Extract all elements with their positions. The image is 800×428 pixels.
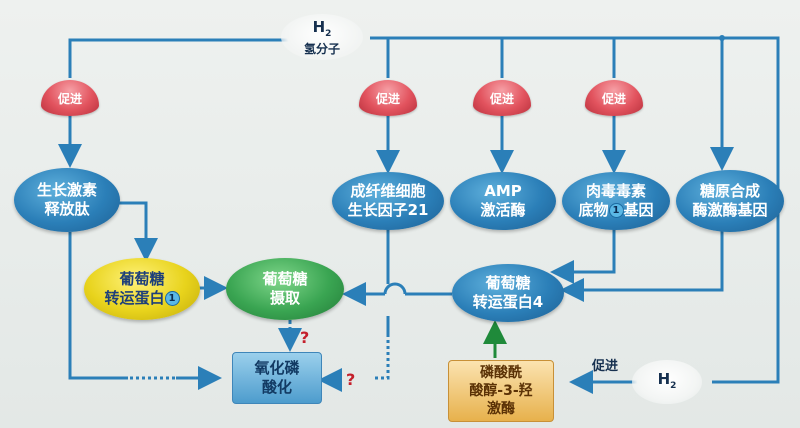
promote-lens-ampk: 促进 [473,80,531,116]
node-fgf21-line2: 生长因子21 [347,201,429,219]
node-pi3k-line3: 激酶 [487,401,515,417]
node-glut1-line1: 葡萄糖 [119,270,165,288]
node-ampk-line2: 激活酶 [480,201,526,219]
node-ghrelin: 生长激素 释放肽 [14,168,120,232]
promote-lens-carnitine: 促进 [585,80,643,116]
h2-symbol: H2 [312,17,332,39]
node-ampk-line1: AMP [484,182,522,200]
node-uptake-line1: 葡萄糖 [262,270,308,288]
node-pi3k-line1: 磷酸酰 [480,365,522,381]
node-oxphos-line1: 氧化磷 [254,359,300,377]
node-ghrelin-line2: 释放肽 [44,200,90,218]
node-glut4-line2: 转运蛋白4 [472,293,544,311]
node-ghrelin-line1: 生长激素 [36,181,97,199]
node-glucose-uptake: 葡萄糖 摄取 [226,258,344,320]
node-ampk: AMP 激活酶 [450,172,556,230]
promote-lens-gh: 促进 [41,80,99,116]
h2-symbol-bottom: H2 [657,369,677,391]
node-oxphos-line2: 酸化 [261,378,292,396]
node-pi3k-line2: 酸醇-3-羟 [469,383,533,399]
promote-label-bottom: 促进 [592,359,619,374]
promote-lens-fgf: 促进 [359,80,417,116]
node-glycogen-line2: 酶激酶基因 [692,201,768,219]
unknown-mark-uptake: ? [300,328,310,347]
circled-number: 1 [608,203,624,218]
hydrogen-molecule-top: H2 氢分子 [281,14,363,60]
node-pi3k: 磷酸酰 酸醇-3-羟 激酶 [448,360,554,422]
hydrogen-molecule-bottom: H2 [632,360,702,404]
node-fgf21-line1: 成纤维细胞 [350,182,426,200]
node-fgf21: 成纤维细胞 生长因子21 [332,172,444,230]
node-glut4-line1: 葡萄糖 [485,274,531,292]
node-uptake-line2: 摄取 [269,289,300,307]
node-carnitine-line1: 肉毒毒素 [585,182,646,200]
node-glycogen-line1: 糖原合成 [699,182,760,200]
node-glut4: 葡萄糖 转运蛋白4 [452,264,564,322]
circled-number: 1 [164,291,180,306]
node-glycogen-synthase-kinase: 糖原合成 酶激酶基因 [676,170,784,232]
unknown-mark-fgf: ? [346,370,356,389]
node-oxidative-phosphorylation: 氧化磷 酸化 [232,352,322,404]
hydrogen-caption: 氢分子 [303,41,340,56]
